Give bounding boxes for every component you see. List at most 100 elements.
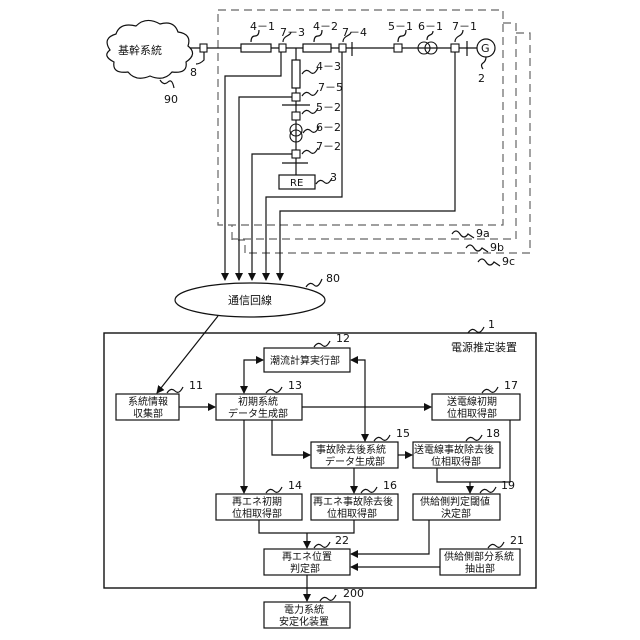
block-17-ref: 17 xyxy=(504,379,518,392)
block-22-leader xyxy=(314,542,330,548)
block-16-ref: 16 xyxy=(383,479,397,492)
block-16-leader xyxy=(361,487,377,493)
region-9b-ref: 9b xyxy=(490,241,504,254)
grid-ref: 90 xyxy=(164,93,178,106)
svg-text:電力系統: 電力系統 xyxy=(284,603,324,616)
block-14-leader xyxy=(266,487,282,493)
generator-leader xyxy=(482,57,487,69)
block-11-ref: 11 xyxy=(189,379,203,392)
transformer-6-1-ref: 6－1 xyxy=(418,20,443,33)
connector-8 xyxy=(200,44,207,52)
sensor-7-2-ref: 7－2 xyxy=(316,140,341,153)
block-15-post-fault-data: 事故除去後系統 データ生成部 xyxy=(311,442,398,468)
svg-text:位相取得部: 位相取得部 xyxy=(431,455,481,468)
region-9c-leader xyxy=(478,259,500,266)
svg-text:供給側判定閾値: 供給側判定閾値 xyxy=(420,495,490,508)
block-12-power-flow: 潮流計算実行部 xyxy=(264,348,350,372)
region-9a-ref: 9a xyxy=(476,227,490,240)
block-200-leader xyxy=(320,595,336,601)
signal-7-3 xyxy=(225,52,281,280)
arrow-12-15 xyxy=(351,360,365,441)
block-21-ref: 21 xyxy=(510,534,524,547)
region-9c-ref: 9c xyxy=(502,255,515,268)
device-title: 電源推定装置 xyxy=(451,340,517,354)
svg-text:データ生成部: データ生成部 xyxy=(325,455,385,468)
device-leader xyxy=(468,327,484,333)
svg-text:安定化装置: 安定化装置 xyxy=(279,615,329,628)
device-ref: 1 xyxy=(488,318,495,331)
svg-text:再エネ位置: 再エネ位置 xyxy=(282,550,332,563)
block-19-ref: 19 xyxy=(501,479,515,492)
block-19-leader xyxy=(480,487,496,493)
block-15-ref: 15 xyxy=(396,427,410,440)
renewable-label: RE xyxy=(290,178,303,189)
sensor-7-5-leader xyxy=(302,90,318,96)
block-13-leader xyxy=(266,387,282,393)
block-14-re-initial-phase: 再エネ初期 位相取得部 xyxy=(216,494,302,520)
sensor-7-3 xyxy=(279,44,286,52)
breaker-5-1 xyxy=(394,44,402,52)
region-9b xyxy=(232,23,516,240)
sensor-7-3-ref: 7－3 xyxy=(280,26,305,39)
block-22-re-position: 再エネ位置 判定部 xyxy=(264,549,350,575)
svg-text:位相取得部: 位相取得部 xyxy=(232,507,282,520)
block-21-supply-subsystem: 供給側部分系統 抽出部 xyxy=(440,549,520,575)
svg-text:データ生成部: データ生成部 xyxy=(228,407,288,420)
breaker-5-2 xyxy=(292,112,300,120)
svg-text:供給側部分系統: 供給側部分系統 xyxy=(444,550,514,563)
line-4-1-ref: 4－1 xyxy=(250,20,275,33)
svg-text:再エネ初期: 再エネ初期 xyxy=(232,495,282,508)
sensor-7-1-ref: 7－1 xyxy=(452,20,477,33)
transformer-6-2-ref: 6－2 xyxy=(316,121,341,134)
grid-label: 基幹系統 xyxy=(118,43,162,57)
region-9a xyxy=(218,10,503,225)
arrow-13-to-15 xyxy=(272,420,310,455)
svg-text:抽出部: 抽出部 xyxy=(465,562,495,575)
block-11-leader xyxy=(167,387,183,393)
block-21-leader xyxy=(488,542,504,548)
block-18-ref: 18 xyxy=(486,427,500,440)
arrow-19-to-22 xyxy=(351,520,429,554)
block-18-line-post-fault-phase: 送電線事故除去後 位相取得部 xyxy=(413,442,500,468)
svg-text:事故除去後系統: 事故除去後系統 xyxy=(316,443,386,456)
block-200-ref: 200 xyxy=(343,587,364,600)
sensor-7-4-ref: 7－4 xyxy=(342,26,367,39)
renewable-ref: 3 xyxy=(330,171,337,184)
sensor-7-1 xyxy=(451,44,459,52)
connector-ref: 8 xyxy=(190,66,197,79)
grid-leader xyxy=(160,80,174,88)
svg-text:再エネ事故除去後: 再エネ事故除去後 xyxy=(313,495,393,508)
grid-cloud: 基幹系統 xyxy=(107,20,193,78)
block-22-ref: 22 xyxy=(335,534,349,547)
block-12-ref: 12 xyxy=(336,332,350,345)
line-4-3 xyxy=(292,60,300,88)
arrow-13-12 xyxy=(244,360,263,393)
region-9a-leader xyxy=(452,231,474,238)
block-12-leader xyxy=(314,341,330,347)
line-4-2-ref: 4－2 xyxy=(313,20,338,33)
block-11-info-collector: 系統情報 収集部 xyxy=(116,394,179,420)
generator-ref: 2 xyxy=(478,72,485,85)
block-14-ref: 14 xyxy=(288,479,302,492)
svg-text:送電線事故除去後: 送電線事故除去後 xyxy=(414,443,494,456)
block-17-leader xyxy=(482,387,498,393)
region-9c xyxy=(238,33,530,253)
svg-text:送電線初期: 送電線初期 xyxy=(447,395,497,408)
breaker-5-2-ref: 5－2 xyxy=(316,101,341,114)
join-14-16 xyxy=(259,520,354,533)
block-17-line-initial-phase: 送電線初期 位相取得部 xyxy=(432,394,520,420)
svg-text:潮流計算実行部: 潮流計算実行部 xyxy=(270,354,340,367)
generator-symbol: G xyxy=(481,42,490,55)
block-200-stabilizer: 電力系統 安定化装置 xyxy=(264,602,350,628)
sensor-7-5-ref: 7－5 xyxy=(318,81,343,94)
block-16-re-post-fault-phase: 再エネ事故除去後 位相取得部 xyxy=(311,494,398,520)
svg-text:初期系統: 初期系統 xyxy=(238,395,278,408)
svg-text:判定部: 判定部 xyxy=(290,562,320,575)
signal-7-1 xyxy=(280,52,455,280)
sensor-7-2 xyxy=(292,150,300,158)
block-18-leader xyxy=(466,435,482,441)
comm-to-11-arrow xyxy=(157,316,218,393)
svg-text:位相取得部: 位相取得部 xyxy=(327,507,377,520)
